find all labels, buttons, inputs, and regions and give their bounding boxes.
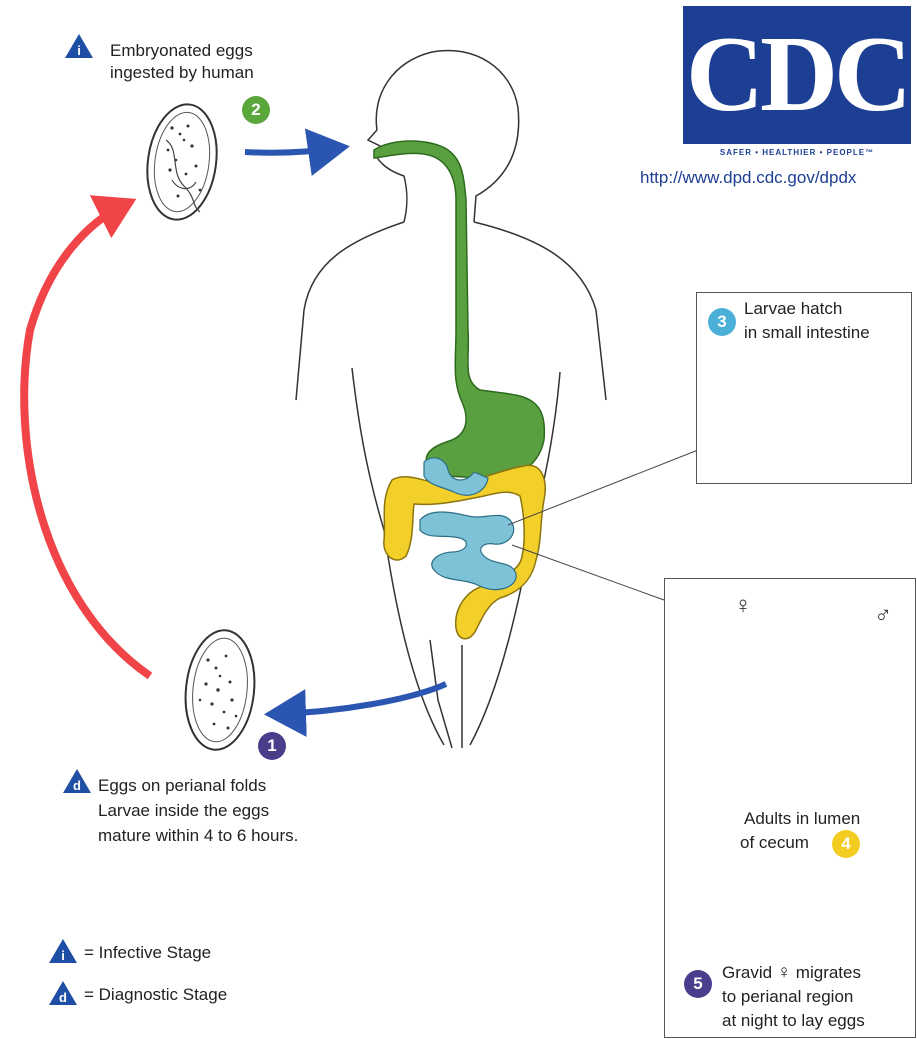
gravid-label-line3: at night to lay eggs — [722, 1010, 865, 1032]
male-symbol: ♂ — [874, 602, 892, 630]
svg-text:d: d — [59, 990, 67, 1005]
svg-text:i: i — [77, 43, 81, 58]
female-symbol: ♀ — [734, 592, 752, 620]
legend-diagnostic-icon: d — [48, 980, 78, 1006]
cdc-logo-text: CDC — [686, 21, 908, 129]
step-4-badge: 4 — [832, 830, 860, 858]
cdc-logo: CDC — [683, 6, 911, 144]
larvae-label-line1: Larvae hatch — [744, 298, 842, 320]
step-3-badge: 3 — [708, 308, 736, 336]
gravid-label-line1: Gravid ♀ migrates — [722, 962, 861, 984]
step-2-badge: 2 — [242, 96, 270, 124]
stage-1-label-line1: Eggs on perianal folds — [98, 775, 266, 797]
gravid-female-symbol: ♀ — [777, 962, 791, 983]
adults-label-line1: Adults in lumen — [744, 808, 860, 830]
gravid-word: Gravid — [722, 963, 772, 982]
stage-2-label-line1: Embryonated eggs — [110, 40, 253, 62]
adults-label-line2: of cecum — [740, 832, 809, 854]
stage-2-label-line2: ingested by human — [110, 62, 254, 84]
infective-stage-icon: i — [64, 33, 94, 59]
legend-infective-icon: i — [48, 938, 78, 964]
cdc-tagline: SAFER • HEALTHIER • PEOPLE™ — [683, 148, 911, 157]
perianal-egg-drawing — [180, 627, 260, 753]
step-1-badge: 1 — [258, 732, 286, 760]
arrow-reinfection — [24, 206, 150, 676]
embryonated-egg-drawing — [140, 100, 223, 224]
cdc-url-link[interactable]: http://www.dpd.cdc.gov/dpdx — [640, 168, 856, 188]
stage-1-label-line2: Larvae inside the eggs — [98, 800, 269, 822]
stage-1-label-line3: mature within 4 to 6 hours. — [98, 825, 298, 847]
legend-diagnostic-label: = Diagnostic Stage — [84, 984, 227, 1006]
esophagus-stomach — [374, 141, 544, 479]
diagnostic-stage-icon: d — [62, 768, 92, 794]
arrow-egg-deposit — [276, 684, 446, 714]
step-5-badge: 5 — [684, 970, 712, 998]
arrow-ingestion — [245, 148, 338, 153]
svg-text:d: d — [73, 778, 81, 793]
gravid-label-line2: to perianal region — [722, 986, 853, 1008]
larvae-label-line2: in small intestine — [744, 322, 870, 344]
svg-text:i: i — [61, 948, 65, 963]
legend-infective-label: = Infective Stage — [84, 942, 211, 964]
migrates-word: migrates — [796, 963, 861, 982]
